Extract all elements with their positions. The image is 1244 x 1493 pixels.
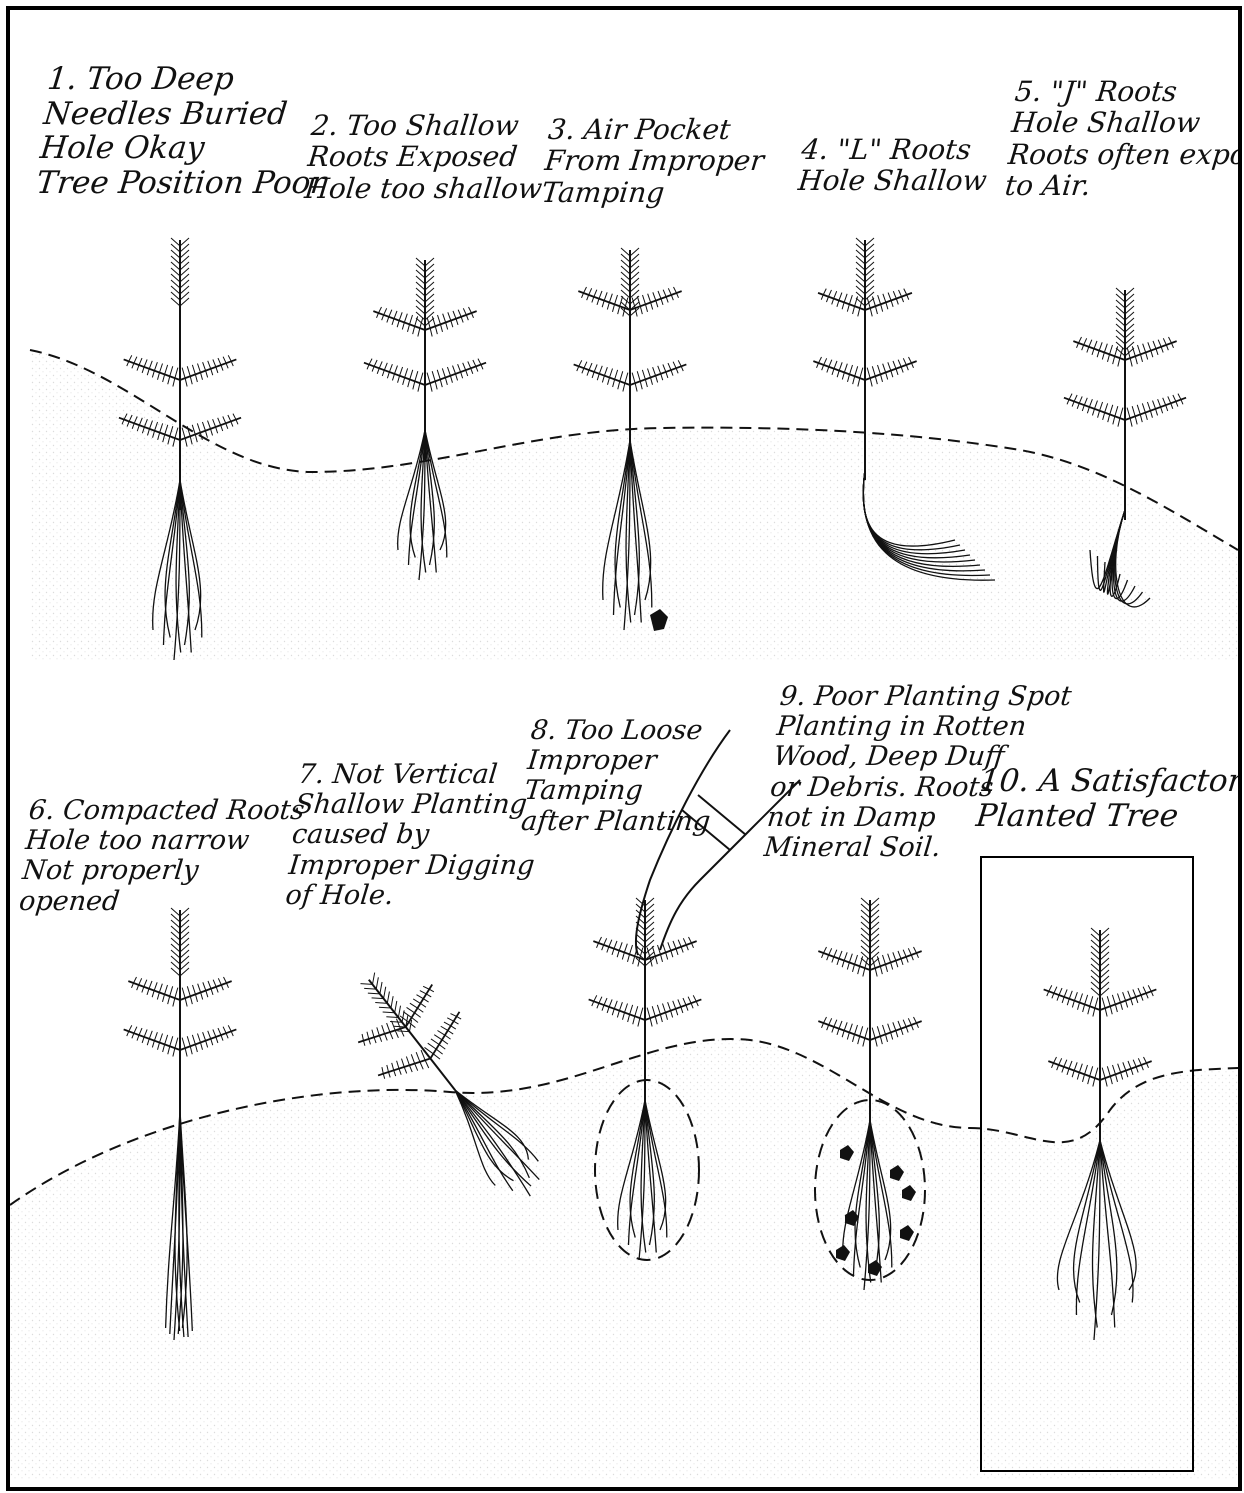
caption-5-line: to Air. xyxy=(1003,170,1242,201)
caption-8-line: Tamping xyxy=(523,776,715,806)
caption-10-line: Planted Tree xyxy=(974,799,1242,834)
caption-8-line: after Planting xyxy=(520,807,712,837)
caption-6-line: 6. Compacted Roots xyxy=(27,796,306,826)
caption-7-line: caused by xyxy=(290,820,539,850)
caption-3-line: 3. Air Pocket xyxy=(547,114,769,145)
caption-1-line: 1. Too Deep xyxy=(46,62,338,97)
caption-4: 4. "L" Roots Hole Shallow xyxy=(797,134,992,197)
caption-8-line: 8. Too Loose xyxy=(529,716,721,746)
caption-1: 1. Too Deep Needles Buried Hole Okay Tre… xyxy=(35,62,338,201)
caption-7-line: Improper Digging xyxy=(287,851,536,881)
caption-9-line: 9. Poor Planting Spot xyxy=(778,682,1073,712)
caption-10: 10. A Satisfactorily Planted Tree xyxy=(974,764,1242,833)
caption-8-line: Improper xyxy=(526,746,718,776)
caption-6: 6. Compacted Roots Hole too narrow Not p… xyxy=(18,796,306,917)
diagram-frame: 1. Too Deep Needles Buried Hole Okay Tre… xyxy=(6,6,1242,1491)
caption-6-line: opened xyxy=(18,887,297,917)
caption-7: 7. Not Vertical Shallow Planting caused … xyxy=(284,760,546,911)
caption-2-line: Roots Exposed xyxy=(306,141,547,172)
caption-1-line: Hole Okay xyxy=(38,131,330,166)
caption-1-line: Tree Position Poor xyxy=(35,166,327,201)
caption-10-line: 10. A Satisfactorily xyxy=(978,764,1242,799)
caption-7-line: 7. Not Vertical xyxy=(297,760,546,790)
caption-6-line: Not properly xyxy=(21,856,300,886)
caption-5-line: Roots often exposed xyxy=(1007,139,1242,170)
caption-3-line: From Improper xyxy=(543,145,765,176)
caption-2-line: Hole too shallow xyxy=(303,173,544,204)
caption-4-line: Hole Shallow xyxy=(797,165,989,196)
caption-5-line: 5. "J" Roots xyxy=(1013,76,1242,107)
caption-9-line: Planting in Rotten xyxy=(775,712,1070,742)
caption-9-line: Mineral Soil. xyxy=(762,833,1057,863)
caption-5-line: Hole Shallow xyxy=(1010,107,1242,138)
caption-5: 5. "J" Roots Hole Shallow Roots often ex… xyxy=(1003,76,1242,201)
caption-6-line: Hole too narrow xyxy=(24,826,303,856)
caption-2-line: 2. Too Shallow xyxy=(310,110,551,141)
caption-3: 3. Air Pocket From Improper Tamping xyxy=(540,114,769,208)
caption-7-line: Shallow Planting xyxy=(294,790,543,820)
caption-8: 8. Too Loose Improper Tamping after Plan… xyxy=(520,716,722,837)
caption-3-line: Tamping xyxy=(540,177,762,208)
caption-1-line: Needles Buried xyxy=(42,97,334,132)
satisfactory-tree-box xyxy=(980,856,1194,1472)
caption-4-line: 4. "L" Roots xyxy=(800,134,992,165)
caption-7-line: of Hole. xyxy=(284,881,533,911)
caption-2: 2. Too Shallow Roots Exposed Hole too sh… xyxy=(303,110,550,204)
